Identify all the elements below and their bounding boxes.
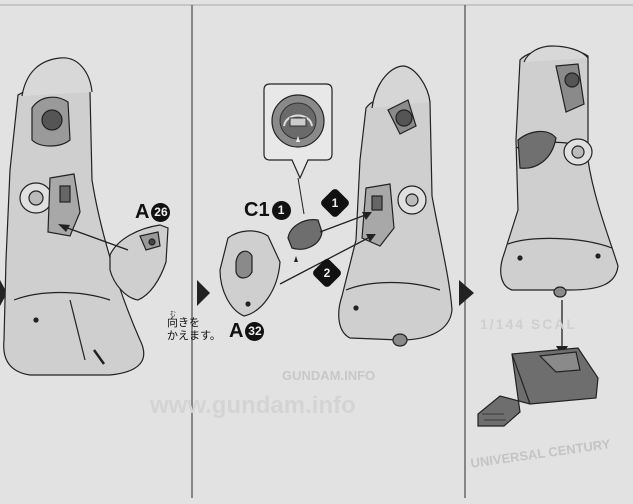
part-a32-shape (219, 230, 281, 317)
note-ruby: む (170, 311, 177, 318)
leg-assembly-1 (3, 57, 145, 376)
part-letter: A (135, 201, 150, 223)
part-c1-shape (287, 219, 323, 250)
part-number-badge: 26 (151, 203, 171, 223)
peg-marker-icon (296, 136, 300, 142)
leg-assembly-3 (500, 45, 619, 298)
leg-assembly-2 (338, 65, 453, 347)
peg-marker-small-icon (294, 256, 298, 262)
step-badge-2: 2 (311, 257, 343, 289)
part-letter: A (229, 320, 244, 342)
arrowhead-1-icon (362, 212, 372, 220)
part-a26-shape (109, 224, 169, 301)
watermark-site-name: GUNDAM.INFO (282, 368, 376, 383)
step-arrow-left-icon (0, 280, 7, 306)
arrowhead-a26-icon (58, 224, 70, 232)
detail-callout (263, 83, 333, 180)
arrowhead-2-icon (366, 234, 376, 242)
foot-part-shape (477, 347, 599, 427)
part-number-badge: 32 (245, 322, 265, 342)
note-line-1: 向きを (167, 316, 200, 329)
step-arrow-mid-icon (197, 280, 210, 306)
callout-leader (297, 177, 305, 215)
watermark-scale: 1/144 SCAL (480, 316, 578, 332)
note-line-2: かえます。 (167, 329, 221, 342)
step-arrow-right-icon (459, 280, 474, 306)
attach-arrow-a26 (61, 225, 129, 251)
part-number-badge: 1 (271, 201, 291, 221)
watermark-url: www.gundam.info (150, 392, 356, 419)
part-letter: C1 (244, 199, 270, 221)
attach-arrow-1 (319, 213, 369, 233)
step-badge-1: 1 (319, 187, 351, 219)
